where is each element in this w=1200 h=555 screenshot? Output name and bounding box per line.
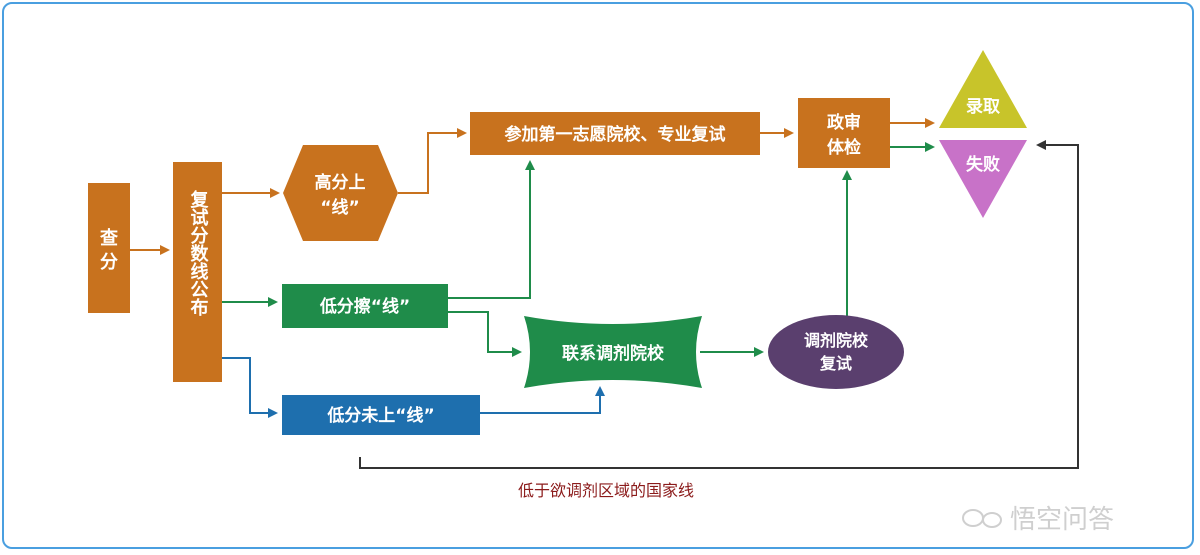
node-adjust-retest-label-2: 复试 xyxy=(819,354,852,373)
node-contact-adjust-label: 联系调剂院校 xyxy=(562,343,665,364)
connectors xyxy=(130,118,1079,469)
node-contact-adjust: 联系调剂院校 xyxy=(524,316,702,388)
node-high-score-label-2: “线” xyxy=(320,197,359,218)
feedback-label: 低于欲调剂区域的国家线 xyxy=(518,481,694,500)
watermark-logo-icon xyxy=(962,509,1002,528)
node-check-score: 查分 xyxy=(88,183,130,313)
node-admitted-label: 录取 xyxy=(966,97,1000,117)
watermark-text: 悟空问答 xyxy=(1010,505,1114,535)
node-adjust-retest-label-1: 调剂院校 xyxy=(804,331,869,350)
node-failed: 失败 xyxy=(939,140,1027,218)
node-failed-label: 失败 xyxy=(966,154,1000,175)
watermark: 悟空问答 xyxy=(962,505,1114,535)
node-low-scrape-label: 低分擦“线” xyxy=(319,296,410,317)
arrow-publish-to-miss xyxy=(222,357,278,418)
node-political-review: 政审 体检 xyxy=(798,98,890,168)
arrow-high-to-first xyxy=(398,128,467,194)
node-retest-line-label: 复试分数线公布 xyxy=(188,189,210,317)
node-check-score-label: 查分 xyxy=(100,227,118,273)
arrow-feedback-to-failed xyxy=(359,140,1079,469)
node-political-label-1: 政审 xyxy=(827,112,861,133)
node-adjust-retest: 调剂院校 复试 xyxy=(768,315,904,389)
arrow-miss-to-contact xyxy=(480,386,605,414)
node-political-label-2: 体检 xyxy=(827,137,861,158)
node-retest-line: 复试分数线公布 xyxy=(173,162,222,382)
node-first-choice: 参加第一志愿院校、专业复试 xyxy=(470,112,760,155)
node-high-score: 高分上 “线” xyxy=(283,145,398,241)
arrow-scrape-to-first xyxy=(448,160,535,299)
node-admitted: 录取 xyxy=(939,50,1027,128)
node-low-scrape: 低分擦“线” xyxy=(282,284,448,328)
arrow-scrape-to-contact xyxy=(448,311,522,357)
node-low-miss: 低分未上“线” xyxy=(282,395,480,435)
node-first-choice-label: 参加第一志愿院校、专业复试 xyxy=(505,124,726,145)
node-high-score-label-1: 高分上 xyxy=(315,172,366,193)
node-low-miss-label: 低分未上“线” xyxy=(326,405,434,426)
